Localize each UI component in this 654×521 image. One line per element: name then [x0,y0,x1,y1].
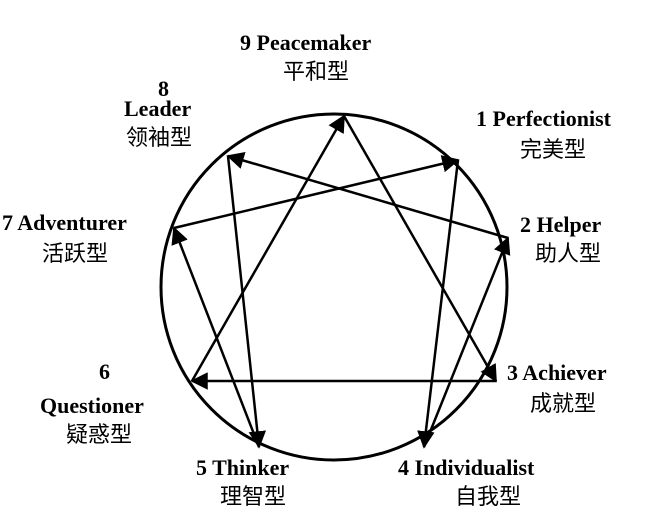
type-3-name-zh: 成就型 [530,392,597,417]
type-4-number: 4 [398,455,409,480]
type-6-name-zh: 疑惑型 [66,423,133,448]
enneagram-circle [159,112,509,462]
type-2-name: Helper [536,212,602,237]
type-7-label: 7 Adventurer [2,212,127,234]
type-4-name: Individualist [414,455,535,480]
arrow-8-to-5 [226,155,267,449]
type-5-number: 5 [196,455,207,480]
type-1-name: Perfectionist [492,106,612,131]
arrow-9-to-3 [342,115,498,383]
type-2-name-zh: 助人型 [535,242,602,267]
type-7-name-zh: 活跃型 [42,242,109,267]
arrow-7-to-1 [173,155,460,230]
type-9-label: 9 Peacemaker [240,32,371,54]
type-5-name-zh: 理智型 [220,485,287,510]
type-8-name: Leader [124,96,192,121]
type-4-label: 4 Individualist [398,457,534,479]
type-7-number: 7 [2,210,13,235]
type-1-number: 1 [476,106,487,131]
type-9-name-zh: 平和型 [283,60,350,85]
arrow-1-to-4 [417,159,460,449]
type-3-number: 3 [507,360,518,385]
type-1-label: 1 Perfectionist [476,108,611,130]
type-9-number: 9 [240,30,251,55]
arrow-5-to-7 [171,226,261,448]
arrow-2-to-8 [226,152,509,240]
type-6-number: 6 [99,359,110,384]
arrow-6-to-9 [190,114,346,382]
type-3-label: 3 Achiever [507,362,607,384]
type-9-name: Peacemaker [256,30,372,55]
type-8-name-zh: 领袖型 [126,126,193,151]
type-4-name-zh: 自我型 [455,485,522,510]
type-6-name: Questioner [40,393,144,418]
type-2-number: 2 [520,212,531,237]
type-5-name: Thinker [212,455,290,480]
type-1-name-zh: 完美型 [520,138,587,163]
type-3-name: Achiever [522,360,607,385]
type-7-name: Adventurer [17,210,127,235]
type-5-label: 5 Thinker [196,457,289,479]
type-8-number: 8 [158,76,169,101]
arrow-4-to-2 [422,236,511,448]
type-2-label: 2 Helper [520,214,601,236]
